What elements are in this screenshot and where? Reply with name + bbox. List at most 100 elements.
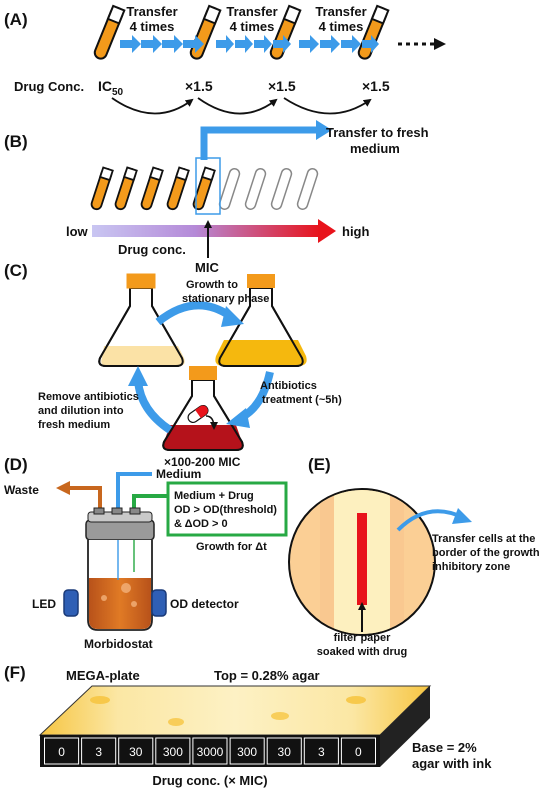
transfer-arrows-2	[216, 35, 291, 53]
led-label: LED	[32, 597, 56, 611]
antibiotics-line2: treatment (~5h)	[262, 394, 342, 406]
remove-line3: fresh medium	[38, 419, 110, 431]
tube-1	[93, 4, 126, 60]
plate-cell-value: 30	[278, 745, 292, 759]
panel-a-label: (A)	[4, 10, 28, 29]
base-line2: agar with ink	[412, 756, 492, 771]
pill-drop-arrow	[205, 415, 218, 430]
plate-cell-value: 300	[237, 745, 257, 759]
cycle-arrow-left	[134, 379, 173, 434]
panel-d-label: (D)	[4, 455, 28, 474]
cycle-arrowhead-right	[226, 408, 250, 428]
plate-top	[38, 685, 432, 736]
panel-f-label: (F)	[4, 663, 26, 682]
transfer-cells-line3: inhibitory zone	[432, 561, 510, 573]
transfer-label-2a: Transfer	[226, 4, 277, 19]
drug-conc-b-label: Drug conc.	[118, 242, 186, 257]
curve-arrow-2	[197, 97, 278, 115]
transfer-cells-arrowhead	[452, 508, 472, 524]
od-detector-label: OD detector	[170, 597, 239, 611]
cycle-arrowhead-left	[128, 366, 148, 386]
transfer-label-1a: Transfer	[126, 4, 177, 19]
flask-bottom	[162, 366, 244, 451]
panel-c: (C)	[4, 261, 342, 469]
transfer-cells-line2: border of the growth	[432, 547, 540, 559]
remove-line2: and dilution into	[38, 405, 124, 417]
led-icon	[63, 589, 79, 617]
transfer-arrows-1	[120, 35, 204, 53]
transfer-fresh-line1: Transfer to fresh	[326, 125, 429, 140]
morbidostat-culture	[89, 578, 151, 629]
transfer-label-1b: 4 times	[130, 19, 175, 34]
tube-2	[189, 4, 222, 60]
box-line3: & ΔOD > 0	[174, 518, 228, 530]
mic-label: MIC	[195, 260, 219, 275]
od-detector-icon	[151, 589, 167, 617]
filter-line2: soaked with drug	[317, 646, 407, 658]
cycle-arrow-top	[155, 301, 233, 326]
plate-cell	[44, 737, 80, 765]
panel-e: (E) Transfer cells at the border of the …	[288, 455, 540, 658]
plate-cell	[118, 737, 154, 765]
panel-a: (A)	[4, 4, 446, 115]
plate-cell-value: 300	[163, 745, 183, 759]
plate-cell	[266, 737, 302, 765]
plate-cell	[303, 737, 339, 765]
cycle-arrowhead-top	[221, 306, 244, 327]
morbidostat-lid	[85, 519, 155, 541]
transfer-arrows-3	[299, 35, 379, 53]
plate-cell-value: 3	[318, 745, 325, 759]
multiplier-1: ×1.5	[185, 78, 213, 94]
transfer-cells-line1: Transfer cells at the	[432, 533, 535, 545]
growth-dt-label: Growth for Δt	[196, 541, 267, 553]
panel-b: (B) Transfer to fresh medium	[4, 120, 429, 275]
flask-left	[98, 273, 185, 367]
transfer-fresh-line2: medium	[350, 141, 400, 156]
transfer-label-3b: 4 times	[319, 19, 364, 34]
condition-box	[166, 481, 288, 537]
waste-arrowhead	[56, 481, 70, 495]
gradient-bar	[92, 225, 320, 237]
curve-arrow-1	[111, 97, 194, 115]
plate-cell	[81, 737, 117, 765]
growth-line2: stationary phase	[182, 293, 269, 305]
transfer-fresh-arrowhead	[316, 120, 332, 140]
dilution-tubes	[90, 166, 319, 211]
top-agar-label: Top = 0.28% agar	[214, 668, 320, 683]
plate-cell	[229, 737, 265, 765]
ic50-label: IC50	[98, 78, 124, 98]
filter-paper-strip	[357, 513, 367, 605]
plate-cell-value: 3	[95, 745, 102, 759]
plate-cell	[155, 737, 191, 765]
filter-line1: filter paper	[334, 632, 392, 644]
box-line2: OD > OD(threshold)	[174, 504, 277, 516]
waste-label: Waste	[4, 483, 39, 497]
plate-cell-value: 0	[58, 745, 65, 759]
panel-e-label: (E)	[308, 455, 331, 474]
plate-cell	[340, 737, 376, 765]
plate-cell-value: 0	[355, 745, 362, 759]
mega-plate-label: MEGA-plate	[66, 668, 140, 683]
growth-line1: Growth to	[186, 279, 238, 291]
drug-conc-f-label: Drug conc. (× MIC)	[152, 773, 267, 788]
selected-tube-box	[195, 157, 221, 215]
box-line1: Medium + Drug	[174, 490, 254, 502]
transfer-fresh-arrow	[200, 126, 318, 160]
high-label: high	[342, 224, 369, 239]
dose-label: ×100-200 MIC	[164, 455, 241, 469]
base-line1: Base = 2%	[412, 740, 477, 755]
plate-cell	[192, 737, 228, 765]
transfer-label-3a: Transfer	[315, 4, 366, 19]
panel-b-label: (B)	[4, 132, 28, 151]
plate-side	[380, 686, 430, 767]
gradient-arrowhead	[318, 219, 336, 243]
plate-cell-value: 30	[129, 745, 143, 759]
multiplier-2: ×1.5	[268, 78, 296, 94]
medium-label: Medium	[156, 467, 201, 481]
plate-cell-value: 3000	[197, 745, 224, 759]
morbidostat-label: Morbidostat	[84, 637, 153, 651]
curve-arrow-3	[283, 97, 372, 115]
